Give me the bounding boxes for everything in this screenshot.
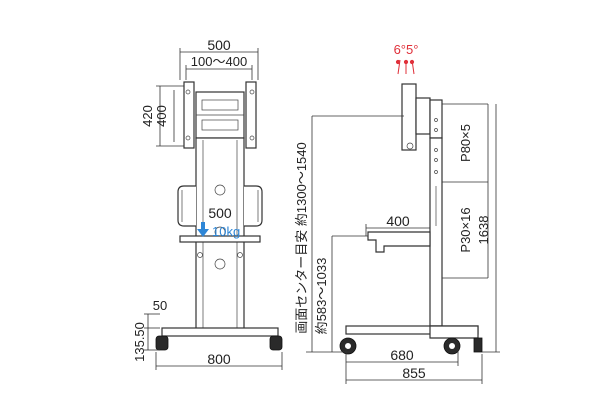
base-width-label: 800 bbox=[207, 351, 231, 367]
front-bracket-height-outer-label: 420 bbox=[140, 105, 155, 127]
front-shelf bbox=[179, 235, 261, 243]
tilt-arrows-icon bbox=[395, 59, 415, 75]
caster-height-label: 50 bbox=[153, 298, 167, 313]
front-view: 500 100～400 420 400 500 bbox=[132, 37, 283, 370]
shelf-height-label: 約583～1033 bbox=[314, 258, 329, 335]
shelf-width-label: 400 bbox=[386, 213, 410, 229]
tilt-angle-label: 6°5° bbox=[394, 42, 419, 57]
handle-left bbox=[177, 185, 196, 227]
base-height-label: 135.50 bbox=[132, 322, 147, 362]
front-handle-width-label: 500 bbox=[208, 205, 232, 221]
right-bracket-rail bbox=[245, 81, 257, 149]
side-view: 6°5° 400 bbox=[294, 42, 500, 384]
handle-right bbox=[244, 185, 263, 227]
center-height-label: 画面センター目安 約1300～1540 bbox=[294, 142, 309, 333]
front-total-width-label: 500 bbox=[207, 37, 231, 53]
front-vesa-width-label: 100～400 bbox=[191, 54, 247, 69]
side-shelf bbox=[367, 231, 431, 253]
front-base bbox=[161, 327, 279, 337]
column-height-label: 1638 bbox=[476, 216, 491, 245]
side-base-outer-label: 855 bbox=[402, 365, 426, 381]
front-caster-right bbox=[269, 335, 283, 351]
side-monitor-bracket bbox=[401, 83, 417, 151]
side-column bbox=[429, 137, 443, 327]
lower-pitch-label: P30×16 bbox=[458, 207, 473, 252]
cable-hole bbox=[214, 184, 226, 196]
upper-pitch-label: P80×5 bbox=[458, 124, 473, 162]
side-mount-arm bbox=[429, 99, 443, 139]
front-caster-left bbox=[155, 335, 169, 351]
load-arrow-icon bbox=[197, 222, 209, 237]
side-stopper bbox=[473, 337, 483, 353]
load-limit-label: 10kg bbox=[212, 224, 240, 239]
left-bracket-rail bbox=[183, 81, 195, 149]
front-bracket-height-inner-label: 400 bbox=[154, 105, 169, 127]
side-base-inner-label: 680 bbox=[390, 347, 414, 363]
